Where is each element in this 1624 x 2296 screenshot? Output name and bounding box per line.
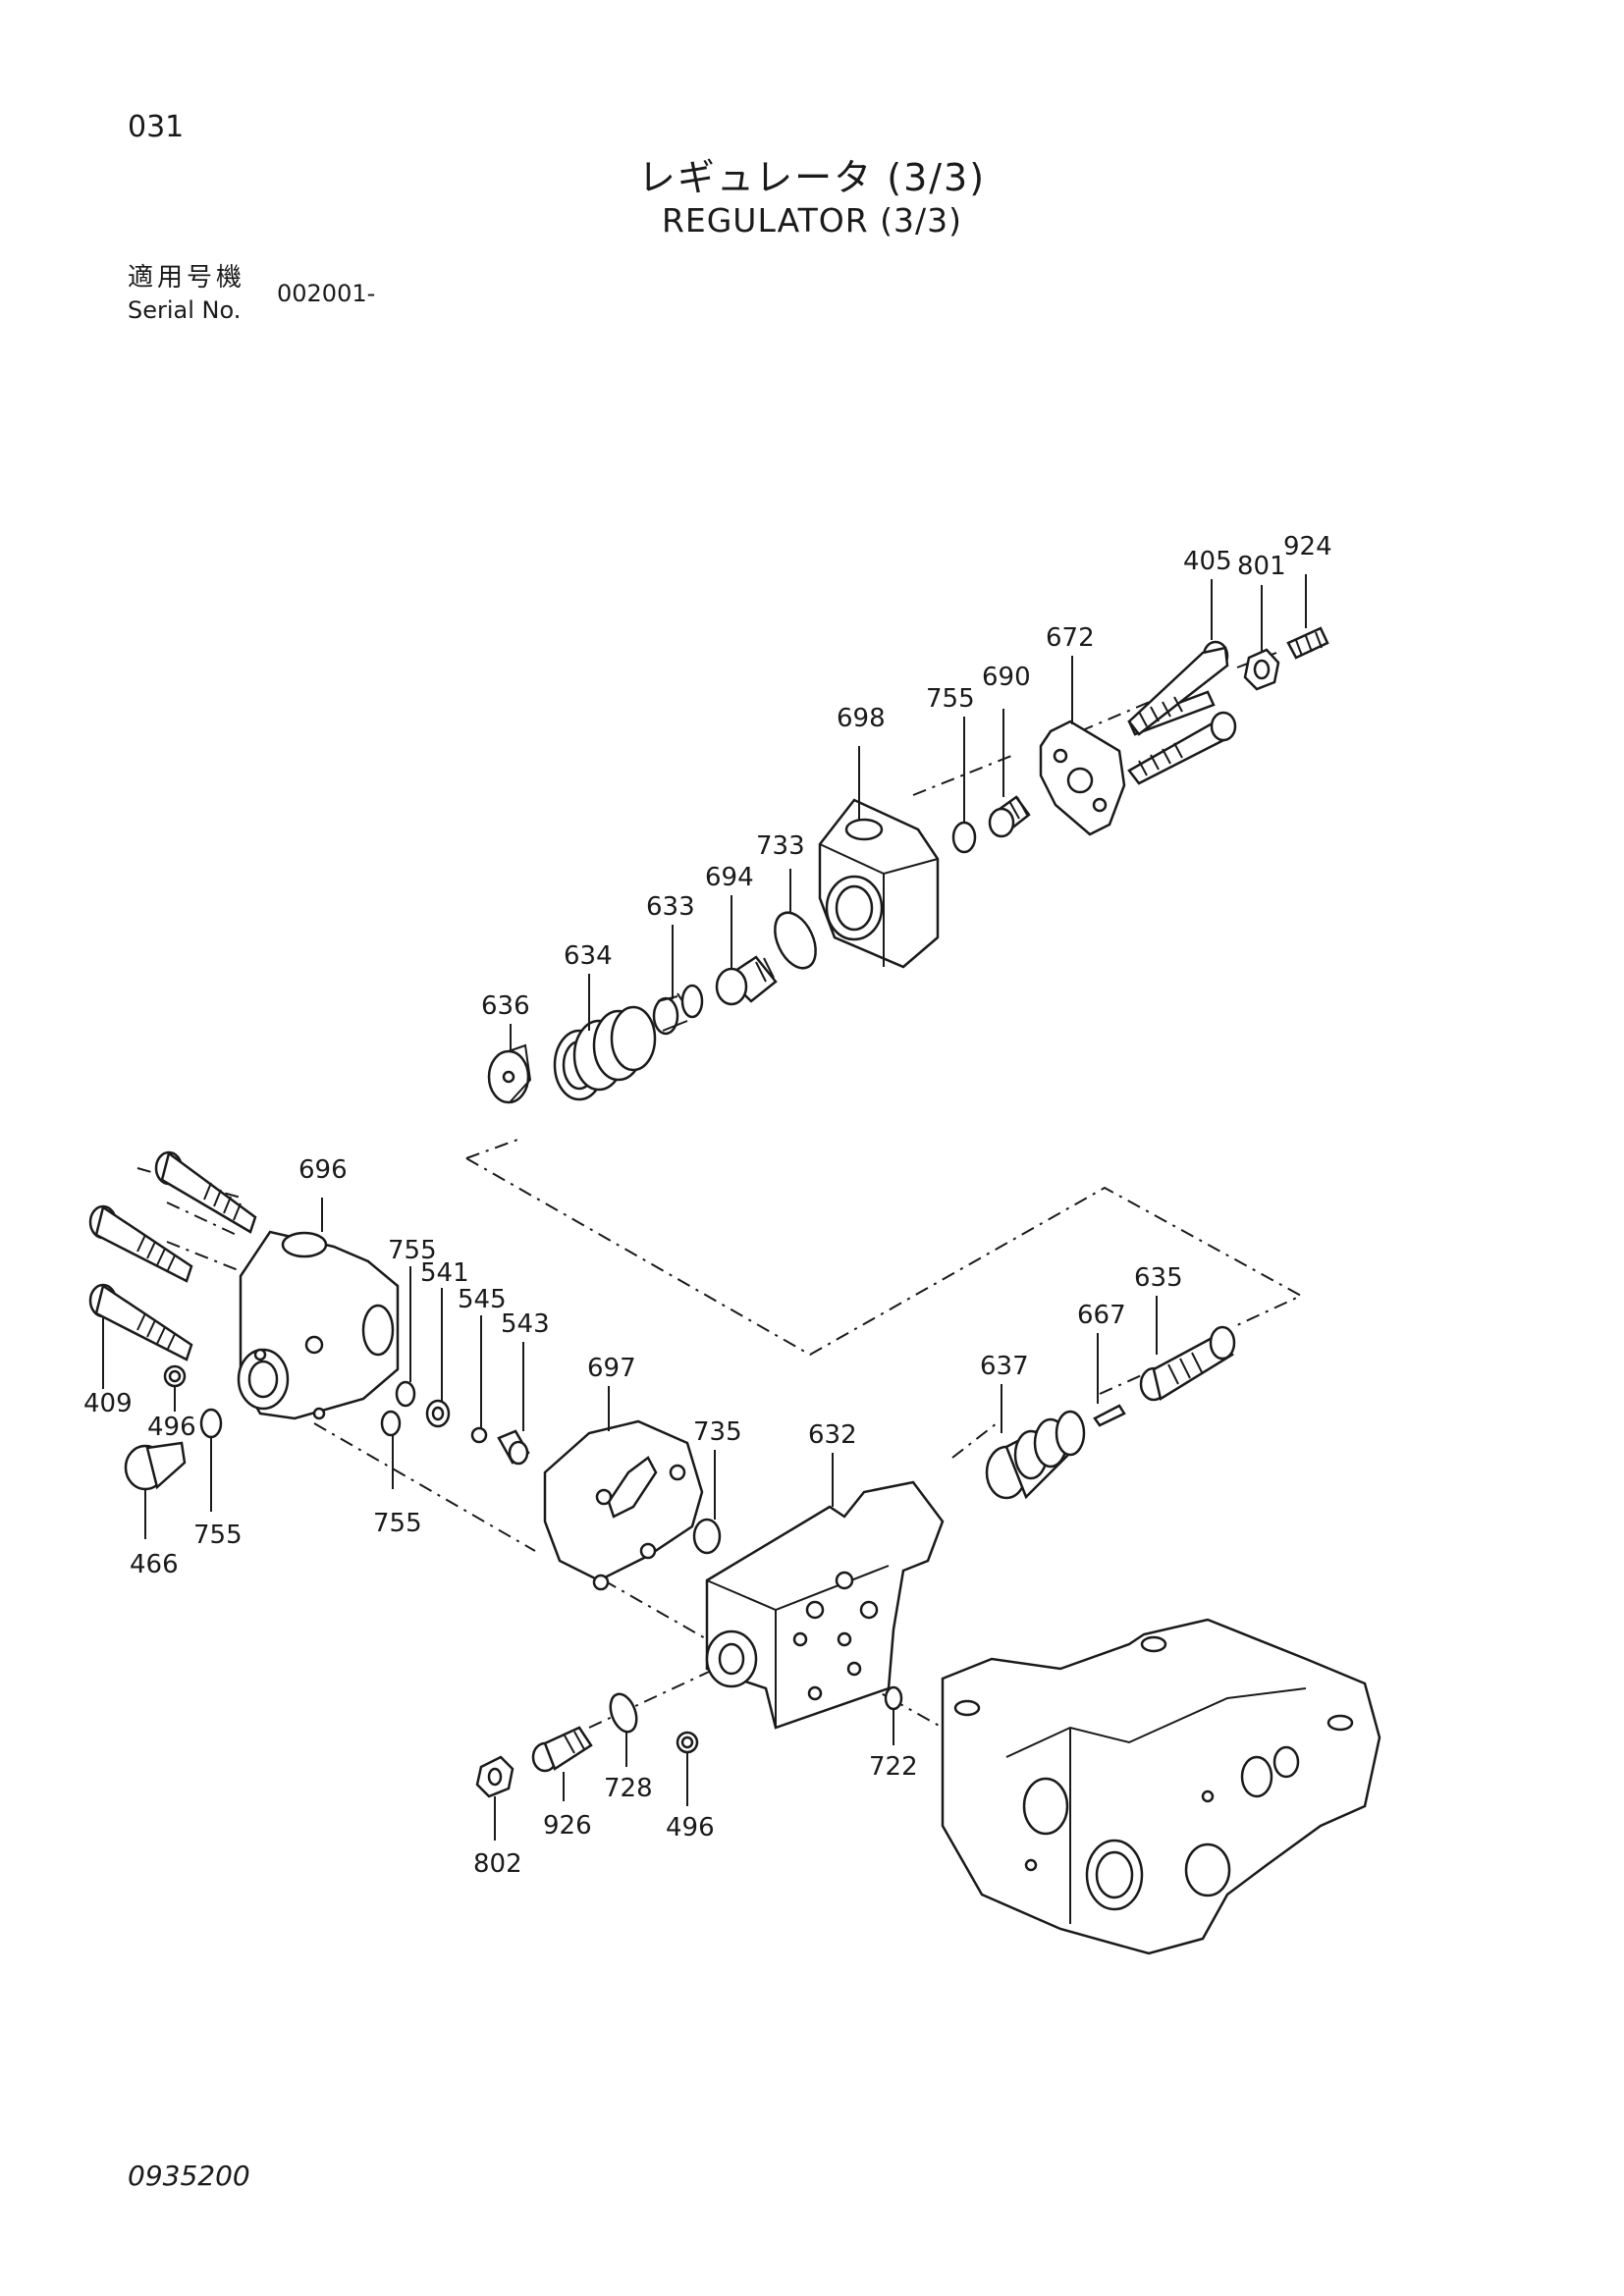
serial-label-japanese: 適用号機: [128, 263, 246, 293]
plate-672: [1039, 720, 1126, 836]
nut-801: [1243, 648, 1280, 691]
seat-541: [425, 1399, 451, 1428]
plug-690: [988, 795, 1031, 838]
bolt-409-top: [154, 1150, 257, 1234]
poppet-694: [715, 955, 778, 1006]
part-label: 409: [83, 1389, 133, 1418]
part-label: 694: [705, 863, 754, 892]
part-label: 755: [193, 1521, 243, 1550]
serial-number-value: 002001-: [277, 280, 376, 307]
assembly-lines: [136, 652, 1304, 1729]
part-label: 755: [388, 1236, 437, 1265]
spring-633: [652, 984, 704, 1036]
part-label: 733: [756, 831, 805, 861]
spool-637: [985, 1410, 1086, 1500]
bolt-409-bottom: [88, 1283, 193, 1362]
part-label: 632: [808, 1420, 857, 1450]
cover-697: [543, 1419, 704, 1591]
body-632: [705, 1480, 945, 1730]
adjust-screw-926: [531, 1726, 593, 1773]
plug-496-left: [163, 1364, 187, 1388]
part-label: 633: [646, 892, 695, 922]
ball-545: [470, 1426, 488, 1444]
pump-casing: [941, 1618, 1381, 1955]
part-label: 696: [298, 1155, 348, 1185]
nut-802: [475, 1755, 514, 1798]
plug-496-bottom: [676, 1731, 699, 1754]
bolt-409-middle: [88, 1204, 193, 1283]
part-label: 545: [458, 1285, 507, 1314]
part-label: 728: [604, 1774, 653, 1803]
part-label: 926: [543, 1811, 592, 1841]
seat-636: [487, 1043, 532, 1104]
set-screw-924: [1286, 626, 1329, 660]
part-label: 541: [420, 1258, 469, 1288]
part-label: 466: [130, 1550, 179, 1579]
page-number: 031: [128, 110, 185, 144]
o-ring-755-left: [199, 1408, 223, 1439]
part-label: 755: [373, 1509, 422, 1538]
part-label: 924: [1283, 532, 1332, 561]
part-label: 636: [481, 991, 530, 1021]
part-label: 722: [869, 1752, 918, 1782]
bolt-405-lower: [1127, 711, 1237, 785]
part-label: 405: [1183, 547, 1232, 576]
part-labels: 405 801 924 672 690 755 698 733 694 633 …: [83, 532, 1332, 1879]
part-label: 543: [501, 1309, 550, 1339]
part-label: 755: [926, 684, 975, 714]
part-label: 637: [980, 1352, 1029, 1381]
part-label: 635: [1134, 1263, 1183, 1293]
plug-466: [124, 1441, 187, 1491]
serial-label-english: Serial No.: [128, 296, 242, 324]
part-label: 672: [1046, 623, 1095, 653]
part-label: 802: [473, 1849, 522, 1879]
part-label: 496: [666, 1813, 715, 1842]
part-label: 690: [982, 663, 1031, 692]
o-ring-728: [609, 1692, 638, 1734]
part-label: 735: [693, 1417, 742, 1447]
pin-667: [1093, 1404, 1126, 1427]
seat-543: [497, 1429, 530, 1466]
part-label: 667: [1077, 1301, 1126, 1330]
o-ring-722: [884, 1685, 903, 1711]
o-ring-755-mid-b: [380, 1410, 402, 1437]
part-label: 801: [1237, 552, 1286, 581]
part-label: 634: [564, 941, 613, 971]
document-number: 0935200: [128, 2160, 250, 2192]
o-ring-755-top: [951, 821, 977, 854]
part-label: 698: [837, 704, 886, 733]
housing-698: [818, 798, 940, 969]
part-label: 697: [587, 1354, 636, 1383]
o-ring-733: [774, 911, 817, 970]
leader-lines: [102, 574, 1307, 1841]
housing-696: [237, 1230, 400, 1420]
spring-634: [553, 1005, 657, 1101]
o-ring-755-mid-a: [395, 1380, 416, 1408]
page-title-english: REGULATOR (3/3): [661, 201, 963, 240]
o-ring-735: [692, 1518, 722, 1555]
sleeve-635: [1139, 1325, 1236, 1402]
page-title-japanese: レギュレータ (3/3): [637, 156, 987, 199]
bolt-405-upper: [1127, 640, 1229, 736]
part-label: 496: [147, 1413, 196, 1442]
